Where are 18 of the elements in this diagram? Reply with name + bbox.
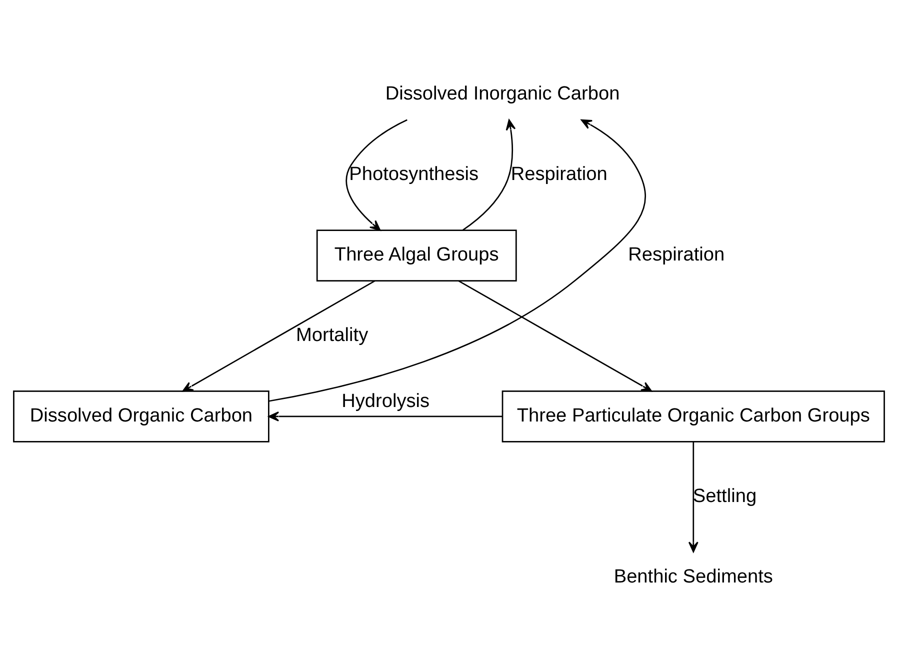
arrow [182,280,376,392]
node-box: Dissolved Organic Carbon [13,390,270,442]
edge-label: Respiration [628,244,725,266]
arrow [268,118,646,402]
edge-label: Respiration [510,164,608,185]
node-box: Three Algal Groups [316,229,517,281]
edge-label: Mortality [296,324,368,346]
arrow [688,441,698,552]
node-text: Benthic Sediments [614,566,773,587]
node-box: Three Particulate Organic Carbon Groups [502,390,885,442]
node-text: Dissolved Inorganic Carbon [385,83,620,104]
arrow [268,410,502,421]
edge-label: Photosynthesis [349,164,479,185]
arrow [458,280,652,392]
edge-label: Settling [692,485,757,506]
arrow [462,118,516,230]
edge-label: Hydrolysis [342,390,430,412]
arrow [346,118,408,230]
